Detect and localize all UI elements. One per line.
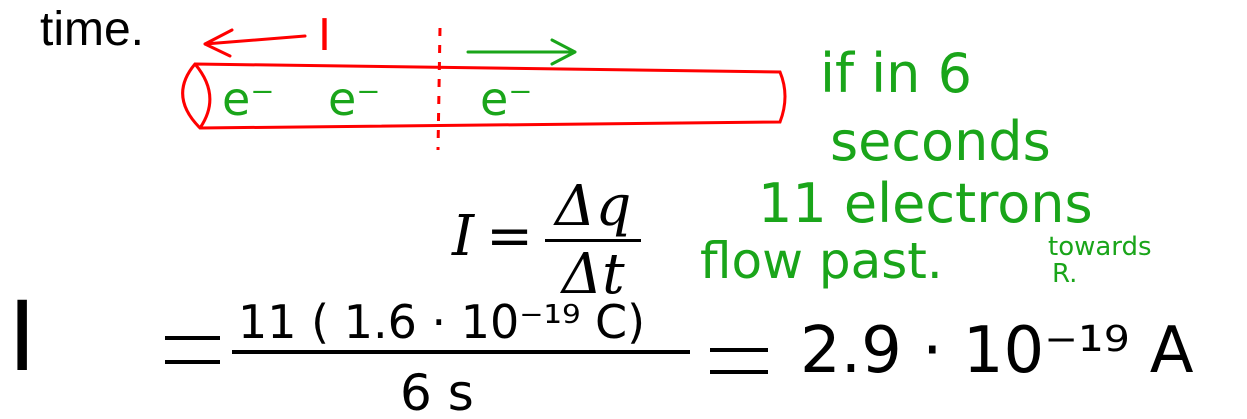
electron-left: e⁻ (222, 72, 275, 126)
wire-tube-end-curve (193, 63, 212, 129)
red-wire-annotations: I (181, 10, 787, 151)
wire-tube-outline (181, 62, 787, 130)
black-calculation: I 11 ( 1.6 · 10⁻¹⁹ C) 6 s 2.9 · 10⁻¹⁹ A (8, 281, 1194, 419)
typed-time-word: time. (40, 3, 145, 56)
electron-right: e⁻ (480, 72, 533, 126)
formula-numerator: Δq (545, 174, 642, 242)
formula-lhs: I (452, 204, 475, 269)
note-line-1: if in 6 (820, 42, 972, 105)
calc-equals-1 (165, 336, 220, 364)
note-towards-letter: R. (1052, 259, 1077, 289)
cross-section-dashed-line (436, 27, 442, 151)
green-notes: e⁻ e⁻ e⁻ if in 6 seconds 11 electrons fl… (222, 38, 1152, 290)
note-towards-small: towards (1048, 232, 1152, 262)
note-line-3: 11 electrons (758, 172, 1093, 235)
current-arrow (203, 28, 307, 58)
calc-numerator: 11 ( 1.6 · 10⁻¹⁹ C) (238, 295, 645, 349)
calc-equals-2 (710, 348, 768, 374)
calc-lhs: I (8, 281, 36, 393)
formula-denominator: Δt (561, 242, 625, 307)
formula-equals: = (486, 204, 534, 269)
calc-result: 2.9 · 10⁻¹⁹ A (800, 314, 1194, 388)
calc-denominator: 6 s (400, 364, 474, 419)
note-line-4: flow past. (700, 232, 943, 290)
note-line-2: seconds (830, 110, 1051, 173)
electron-flow-arrow (466, 38, 577, 66)
current-label: I (318, 10, 331, 61)
electron-mid: e⁻ (328, 72, 381, 126)
